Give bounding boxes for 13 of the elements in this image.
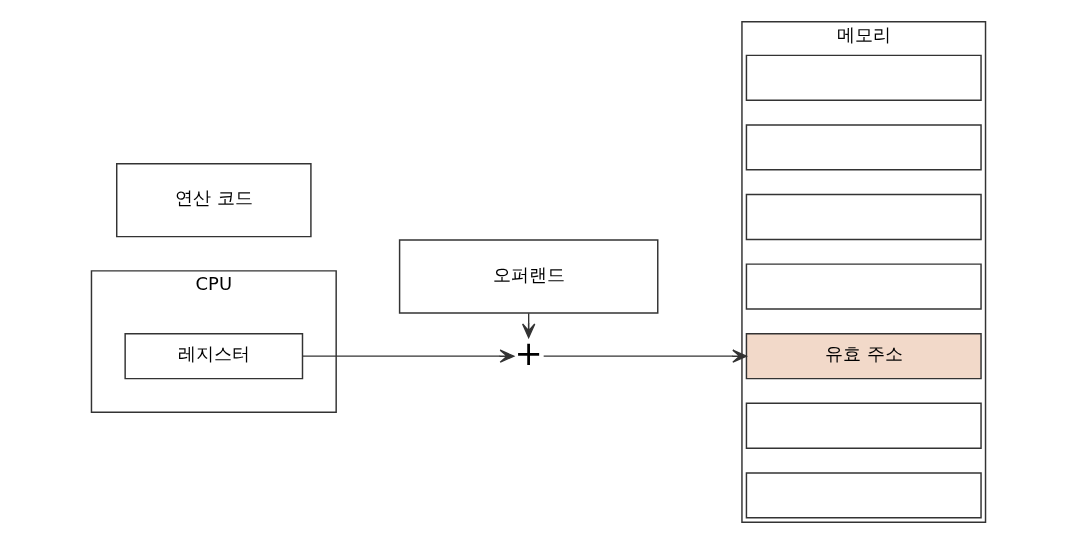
arrow: [301, 349, 514, 363]
node-box: 레지스터: [123, 333, 303, 380]
node-box: 연산 코드: [115, 162, 312, 238]
node-box: 오퍼랜드: [398, 239, 658, 314]
node-box: [745, 472, 982, 519]
node-box: [745, 193, 982, 241]
node-text: +: [514, 333, 543, 373]
node-box: [745, 54, 982, 101]
node-box: [745, 402, 982, 449]
node-box: [745, 124, 982, 171]
arrow: [542, 349, 747, 363]
node-box: [745, 263, 982, 310]
node-box: 유효 주소: [745, 333, 982, 380]
